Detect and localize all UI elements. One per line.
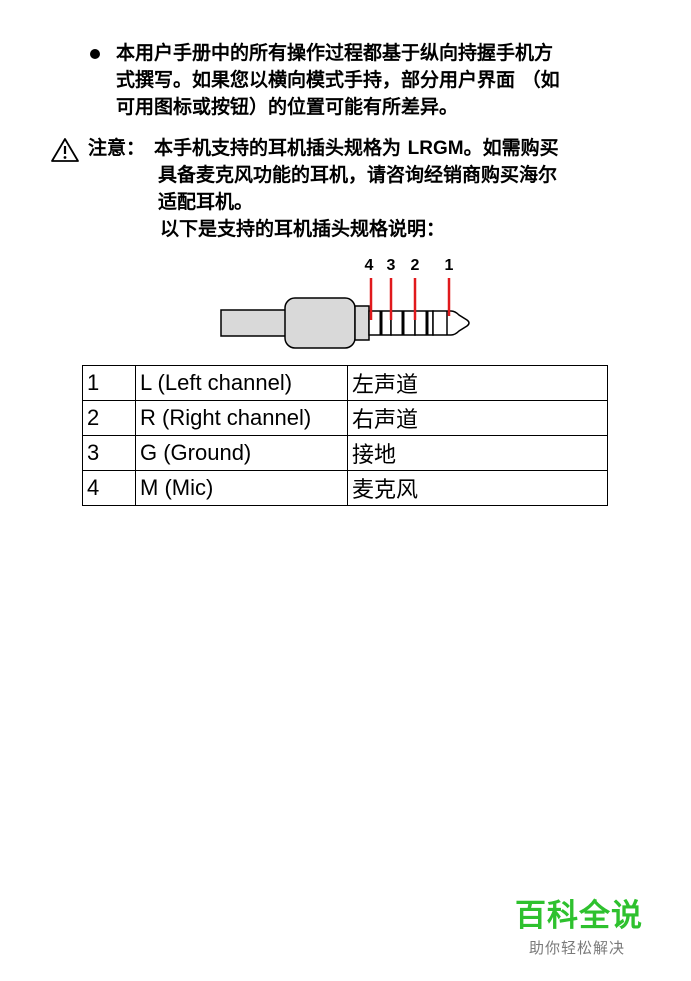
pin-label: 2	[411, 257, 420, 274]
warning-triangle-icon	[51, 138, 79, 162]
pin-number: 3	[82, 435, 136, 471]
notice-line-1: 本手机支持的耳机插头规格为 LRGM。如需购买	[154, 135, 559, 162]
bullet-paragraph: 本用户手册中的所有操作过程都基于纵向持握手机方 式撰写。如果您以横向模式手持，部…	[86, 40, 646, 121]
pin-label: 1	[445, 257, 454, 274]
plug-body	[284, 297, 356, 349]
pin-signal: R (Right channel)	[135, 400, 348, 436]
notice-line-1-pre: 本手机支持的耳机插头规格为	[154, 137, 408, 159]
ring-segment	[414, 310, 434, 336]
watermark-title: 百科全说	[515, 898, 643, 934]
notice-line-2: 具备麦克风功能的耳机，请咨询经销商购买海尔	[158, 164, 558, 186]
watermark-subtitle: 助你轻松解决	[528, 939, 625, 957]
pin-signal-zh: 右声道	[347, 400, 608, 436]
bullet-dot-icon	[90, 49, 100, 59]
headphone-jack-diagram: 4 3 2 1	[220, 257, 470, 349]
bullet-line: 可用图标或按钮）的位置可能有所差异。	[116, 96, 459, 118]
pin-signal: G (Ground)	[135, 435, 348, 471]
plug-spec-code: LRGM	[407, 138, 464, 159]
pin-signal-zh: 左声道	[347, 365, 608, 401]
bullet-line: 本用户手册中的所有操作过程都基于纵向持握手机方	[116, 42, 554, 64]
pin-number: 2	[82, 400, 136, 436]
notice-line-1-post: 。如需购买	[463, 137, 559, 159]
bullet-line: 式撰写。如果您以横向模式手持，部分用户界面 （如	[116, 69, 560, 91]
pin-spec-table: 1 L (Left channel) 左声道 2 R (Right channe…	[82, 365, 608, 506]
plug-tip	[432, 310, 470, 336]
table-row: 4 M (Mic) 麦克风	[82, 470, 608, 506]
pin-label: 3	[387, 257, 396, 274]
watermark: 百科全说 助你轻松解决	[515, 890, 643, 958]
cable	[220, 309, 290, 337]
table-row: 2 R (Right channel) 右声道	[82, 400, 608, 436]
table-row: 1 L (Left channel) 左声道	[82, 365, 608, 401]
pin-signal-zh: 麦克风	[347, 470, 608, 506]
pin-number: 4	[82, 470, 136, 506]
notice-line-4: 以下是支持的耳机插头规格说明：	[160, 218, 446, 240]
plug-collar	[354, 305, 370, 341]
table-row: 3 G (Ground) 接地	[82, 435, 608, 471]
notice-label: 注意：	[88, 137, 146, 159]
pin-signal-zh: 接地	[347, 435, 608, 471]
notice-body: 本手机支持的耳机插头规格为 LRGM。如需购买 具备麦克风功能的耳机，请咨询经销…	[154, 135, 559, 243]
notice-line-3: 适配耳机。	[158, 191, 254, 213]
pin-number: 1	[82, 365, 136, 401]
pin-signal: M (Mic)	[135, 470, 348, 506]
pin-label: 4	[365, 257, 374, 274]
pin-signal: L (Left channel)	[135, 365, 348, 401]
bullet-text: 本用户手册中的所有操作过程都基于纵向持握手机方 式撰写。如果您以横向模式手持，部…	[116, 40, 646, 121]
